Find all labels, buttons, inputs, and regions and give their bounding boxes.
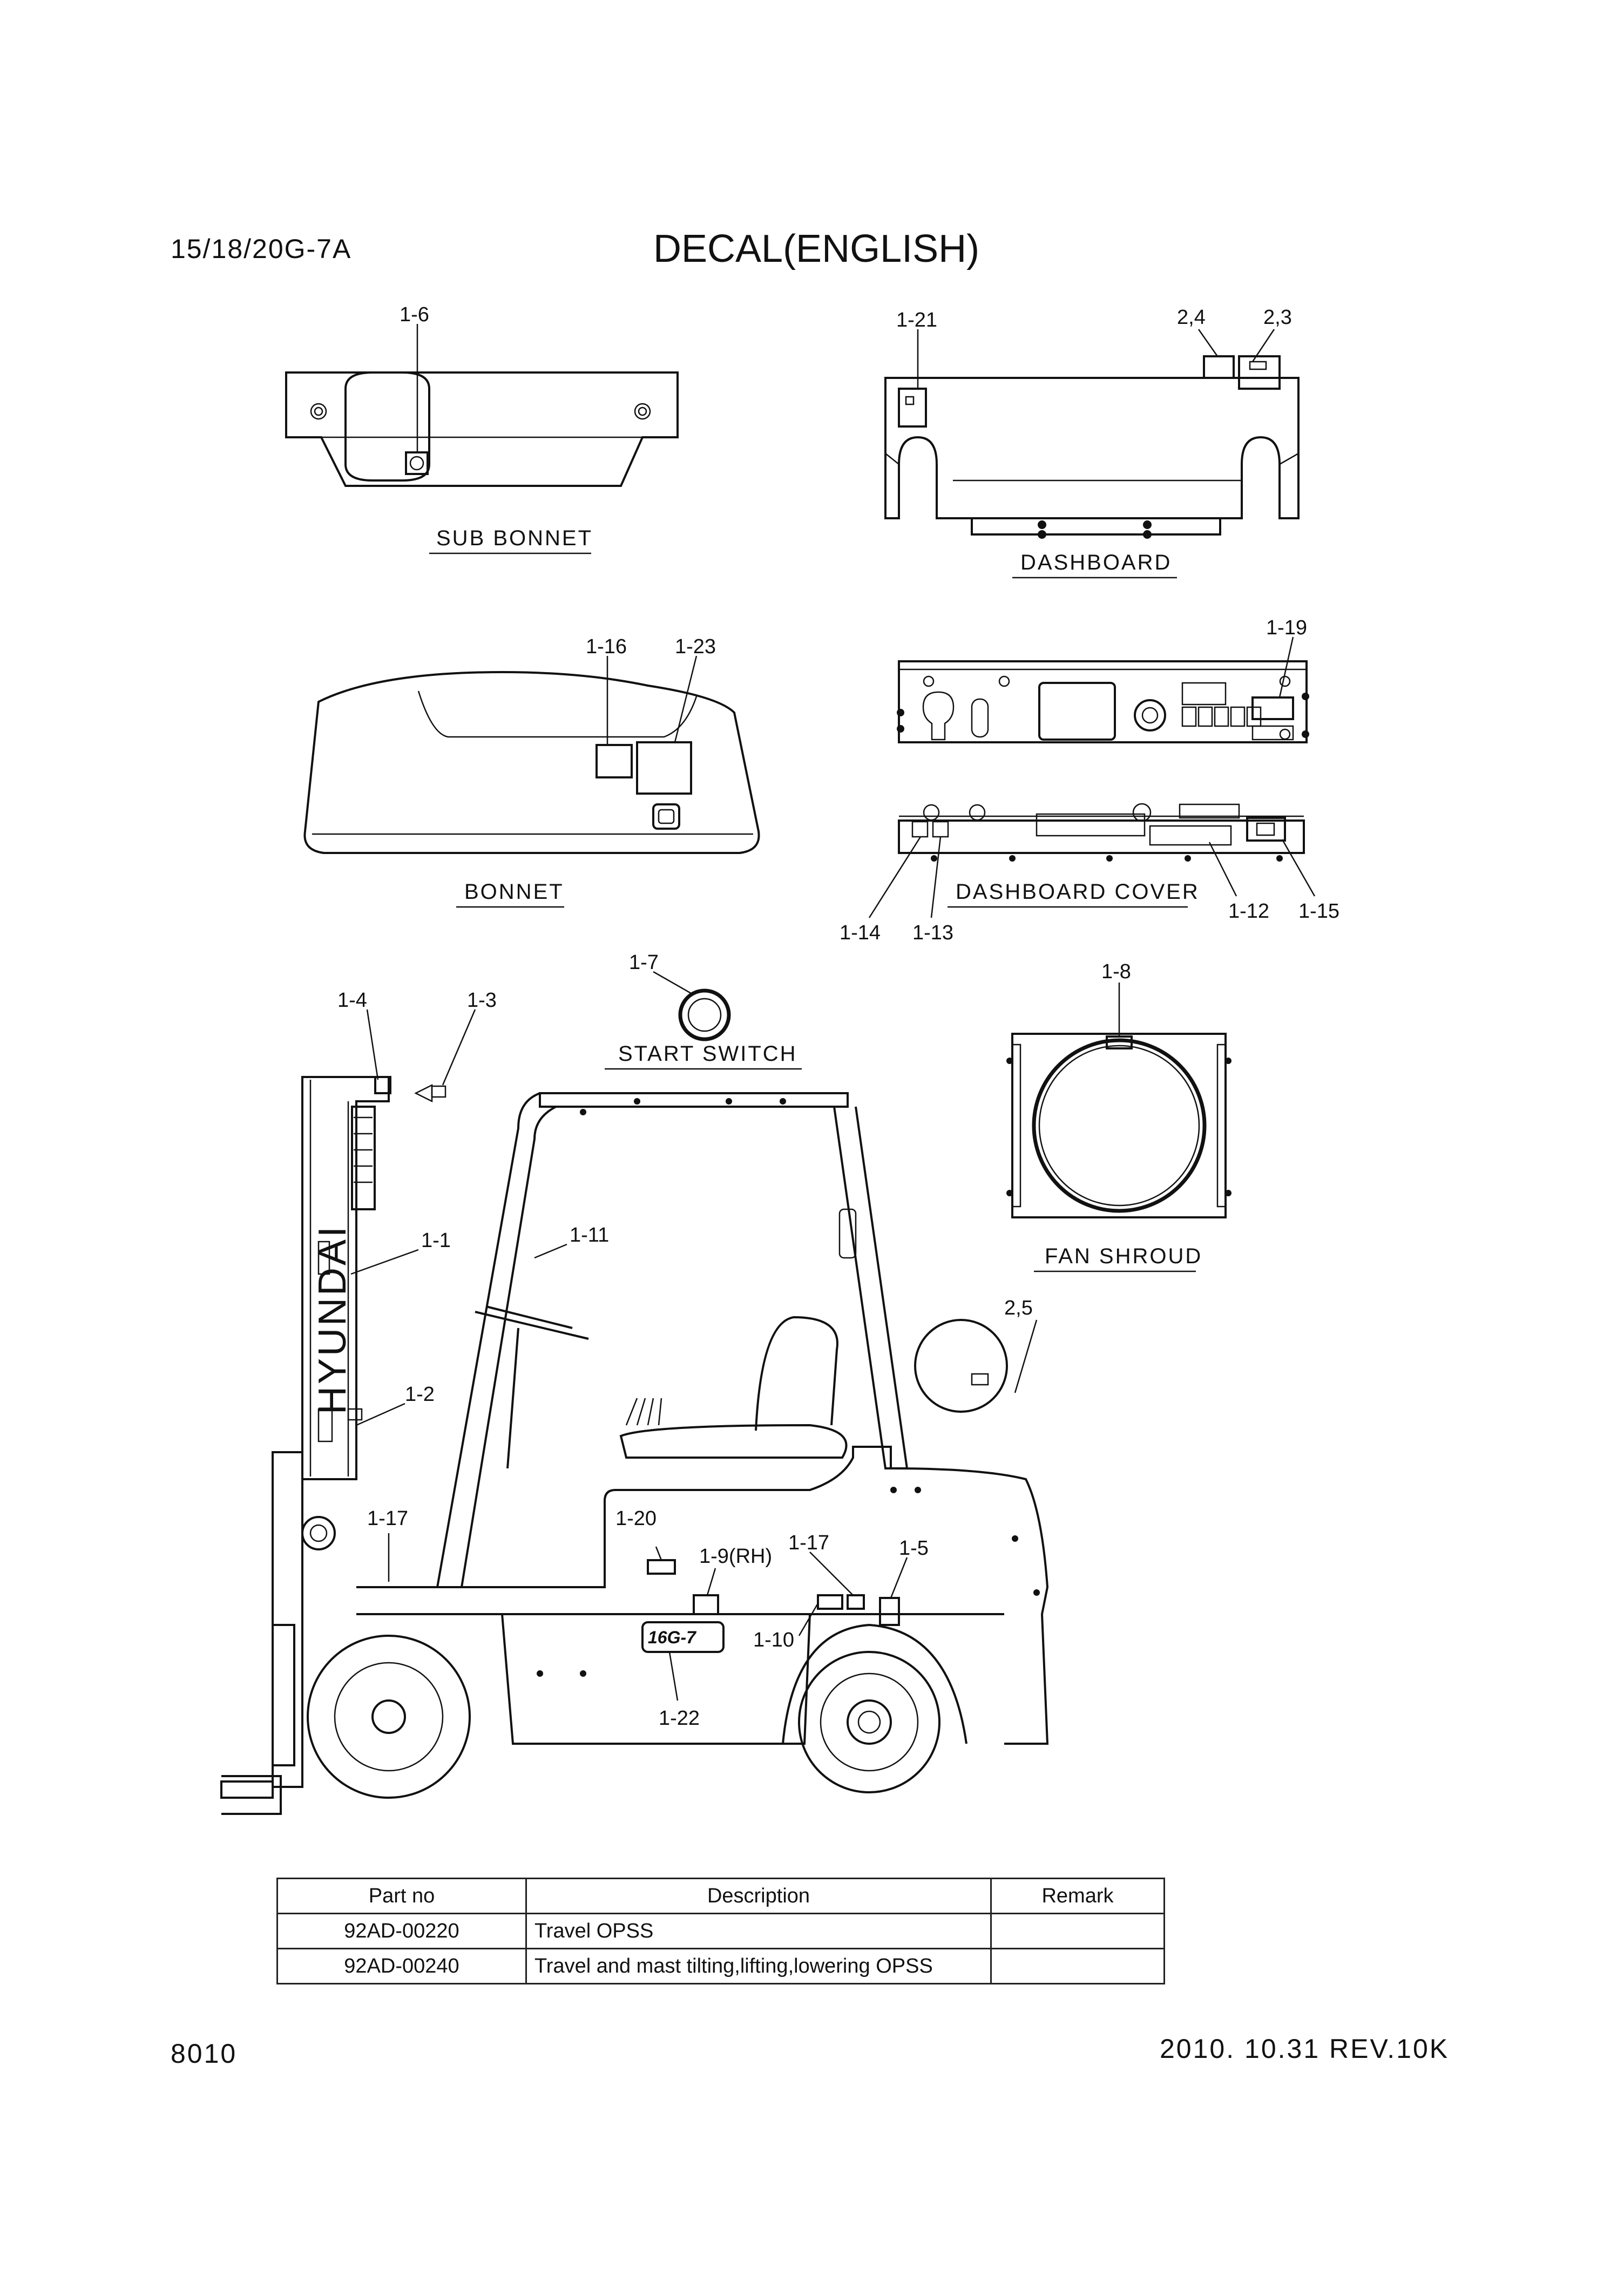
callout-1-15: 1-15 — [1298, 900, 1339, 923]
page-number: 8010 — [171, 2038, 238, 2069]
callout-1-2: 1-2 — [405, 1383, 435, 1406]
header-part-no: Part no — [276, 1878, 527, 1914]
callout-1-6: 1-6 — [400, 303, 429, 326]
callout-1-11: 1-11 — [570, 1224, 609, 1247]
cell-part-no: 92AD-00240 — [276, 1948, 527, 1984]
callout-1-13: 1-13 — [912, 922, 953, 944]
callout-1-21: 1-21 — [896, 309, 937, 331]
page-title: DECAL(ENGLISH) — [653, 227, 980, 270]
table-header-row: Part no Description Remark — [276, 1878, 1165, 1914]
section-label-sub-bonnet: SUB BONNET — [436, 526, 593, 550]
callout-1-17-rear: 1-17 — [788, 1532, 829, 1554]
section-label-bonnet: BONNET — [464, 880, 564, 904]
callout-1-8: 1-8 — [1101, 960, 1131, 983]
dashboard-cover-drawing — [898, 803, 1305, 862]
cell-part-no: 92AD-00220 — [276, 1913, 527, 1949]
callout-1-1: 1-1 — [421, 1229, 451, 1252]
dashboard-plate-drawing — [897, 660, 1309, 743]
callout-2-3: 2,3 — [1263, 306, 1292, 329]
callout-1-17-front: 1-17 — [367, 1507, 408, 1530]
callout-1-7: 1-7 — [629, 951, 659, 974]
section-label-dashboard: DASHBOARD — [1020, 551, 1172, 574]
section-label-dashboard-cover: DASHBOARD COVER — [956, 880, 1200, 904]
cell-description: Travel and mast tilting,lifting,lowering… — [525, 1948, 992, 1984]
model-decal-text: 16G-7 — [648, 1628, 697, 1647]
callout-1-14: 1-14 — [840, 922, 881, 944]
cell-remark — [990, 1948, 1165, 1984]
bonnet-drawing — [303, 670, 760, 854]
sub-bonnet-drawing — [285, 371, 679, 487]
callout-1-3: 1-3 — [467, 989, 497, 1012]
model-number: 15/18/20G-7A — [171, 234, 352, 264]
revision-date: 2010. 10.31 REV.10K — [1160, 2034, 1450, 2064]
table-row: 92AD-00220 Travel OPSS — [276, 1913, 1165, 1949]
dashboard-drawing — [884, 355, 1300, 539]
callout-1-16: 1-16 — [586, 635, 627, 658]
callout-1-9-rh: 1-9(RH) — [699, 1545, 772, 1568]
callout-1-4: 1-4 — [337, 989, 367, 1012]
cell-description: Travel OPSS — [525, 1913, 992, 1949]
start-switch-drawing — [678, 988, 731, 1041]
callout-1-12: 1-12 — [1228, 900, 1269, 923]
section-label-fan-shroud: FAN SHROUD — [1045, 1244, 1202, 1268]
mast-brand-decal: HYUNDAI — [311, 1224, 354, 1414]
header-description: Description — [525, 1878, 992, 1914]
table-row: 92AD-00240 Travel and mast tilting,lifti… — [276, 1948, 1165, 1984]
callout-1-10: 1-10 — [753, 1629, 794, 1651]
cell-remark — [990, 1913, 1165, 1949]
section-label-start-switch: START SWITCH — [618, 1042, 797, 1066]
callout-1-22: 1-22 — [659, 1707, 700, 1730]
callout-1-5: 1-5 — [899, 1537, 929, 1560]
forklift-side-view: 16G-7 HYUNDAI — [220, 1076, 1049, 1815]
callout-1-20: 1-20 — [615, 1507, 657, 1530]
callout-1-19: 1-19 — [1266, 617, 1307, 639]
fan-shroud-drawing — [1006, 1033, 1231, 1218]
header-remark: Remark — [990, 1878, 1165, 1914]
callout-2-5: 2,5 — [1004, 1297, 1033, 1319]
callout-2-4: 2,4 — [1177, 306, 1206, 329]
callout-1-23: 1-23 — [675, 635, 716, 658]
parts-table: Part no Description Remark 92AD-00220 Tr… — [276, 1878, 1165, 1984]
